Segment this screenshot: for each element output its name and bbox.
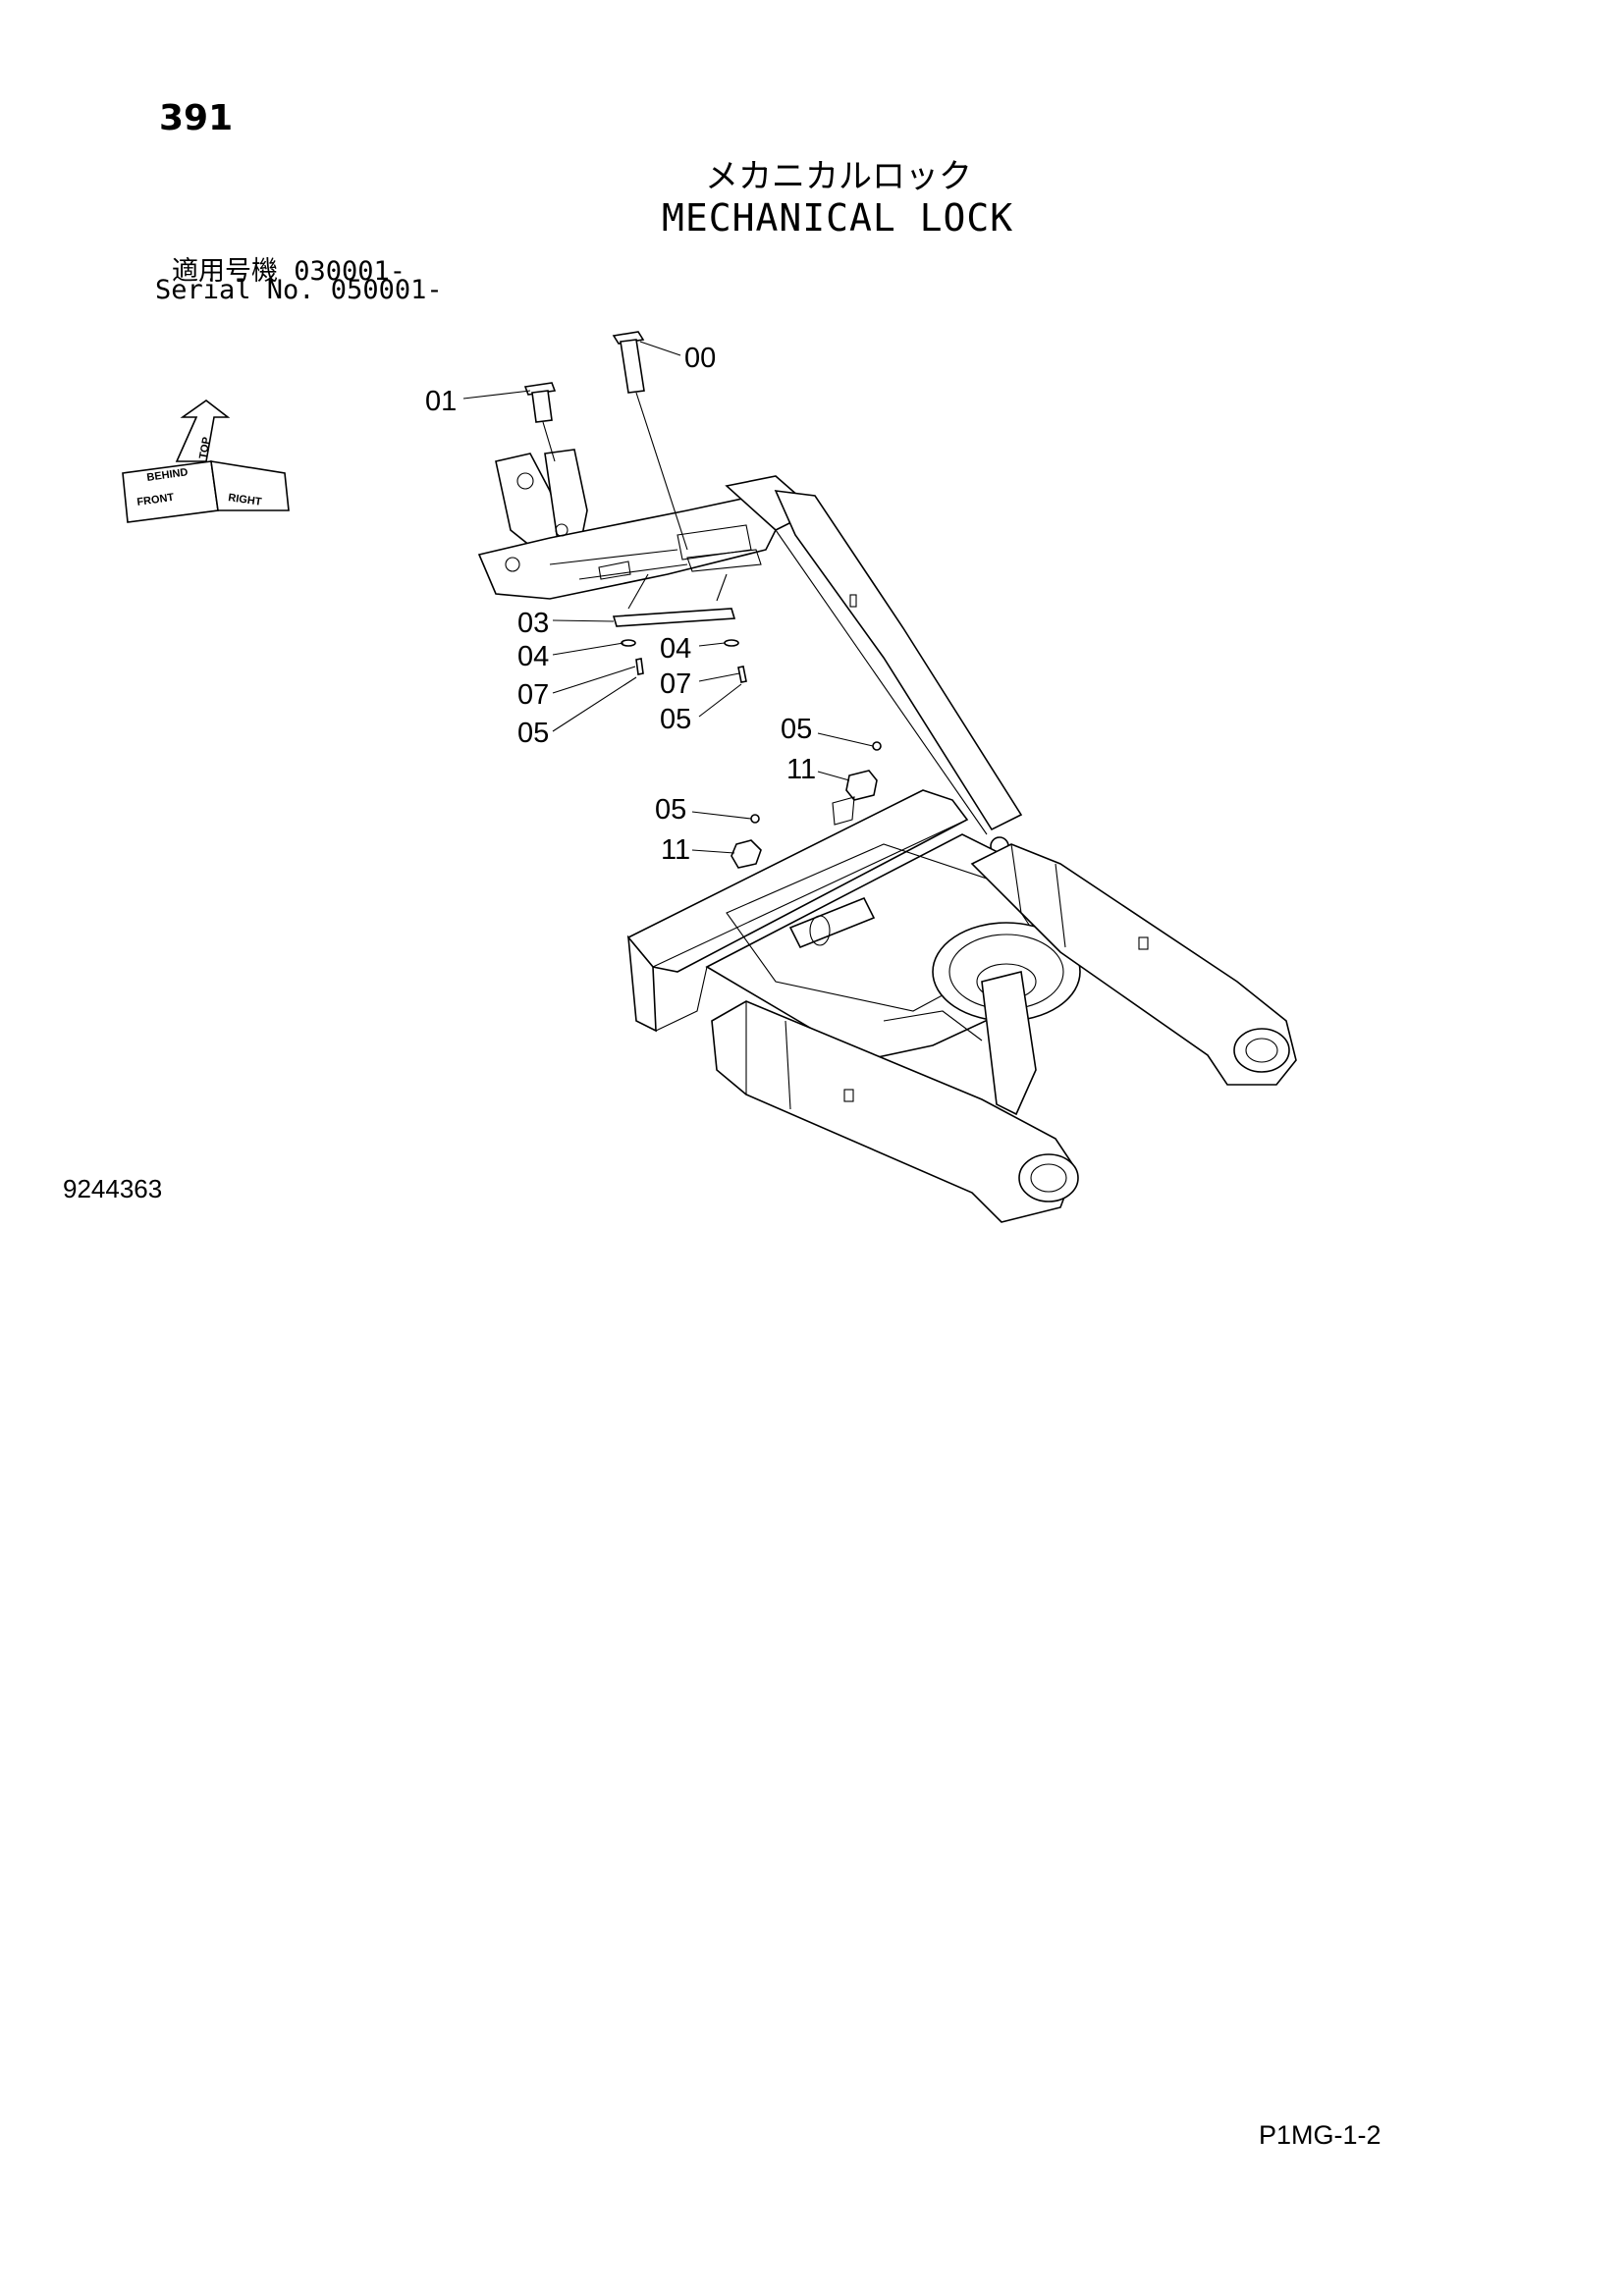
bracket-parts-11 xyxy=(731,770,878,869)
callout-01: 01 xyxy=(425,386,457,417)
page-code: P1MG-1-2 xyxy=(1259,2120,1381,2150)
callout-00: 00 xyxy=(684,343,716,374)
orientation-top-label: TOP xyxy=(197,436,213,459)
plate-part-03 xyxy=(612,573,736,627)
bolt-parts-07 xyxy=(635,658,747,683)
orientation-front-label: FRONT xyxy=(136,492,175,508)
bolt-parts-05 xyxy=(750,741,882,824)
page-number: 391 xyxy=(159,98,234,138)
lock-arm-assembly xyxy=(477,449,1023,856)
callout-05-lower: 05 xyxy=(655,794,686,826)
undercarriage-frame xyxy=(626,789,1297,1223)
title-japanese: メカニカルロック xyxy=(705,157,972,196)
callout-04-right: 04 xyxy=(660,633,691,665)
leader-lines xyxy=(462,341,874,854)
serial-range-jp: 適用号機 030001- xyxy=(172,256,406,287)
pin-part-00 xyxy=(612,331,688,551)
callout-11-upper: 11 xyxy=(786,754,816,785)
title-english: MECHANICAL LOCK xyxy=(662,196,1014,240)
orientation-behind-label: BEHIND xyxy=(146,466,189,484)
callout-05-left: 05 xyxy=(517,718,549,749)
callout-labels: 00 01 03 04 04 07 07 05 05 05 11 05 11 xyxy=(425,343,816,866)
pin-part-01 xyxy=(523,382,557,462)
callout-05-upper: 05 xyxy=(781,714,812,745)
orientation-right-label: RIGHT xyxy=(228,492,263,508)
callout-03: 03 xyxy=(517,608,549,639)
callout-07-left: 07 xyxy=(517,679,549,711)
callout-05-right: 05 xyxy=(660,704,691,735)
drawing-number: 9244363 xyxy=(63,1174,163,1203)
callout-04-left: 04 xyxy=(517,641,549,672)
callout-07-right: 07 xyxy=(660,668,691,700)
serial-range-en: Serial No. 050001- xyxy=(155,275,443,305)
orientation-indicator-icon: FRONT RIGHT TOP BEHIND xyxy=(122,400,290,523)
callout-11-lower: 11 xyxy=(661,834,690,866)
